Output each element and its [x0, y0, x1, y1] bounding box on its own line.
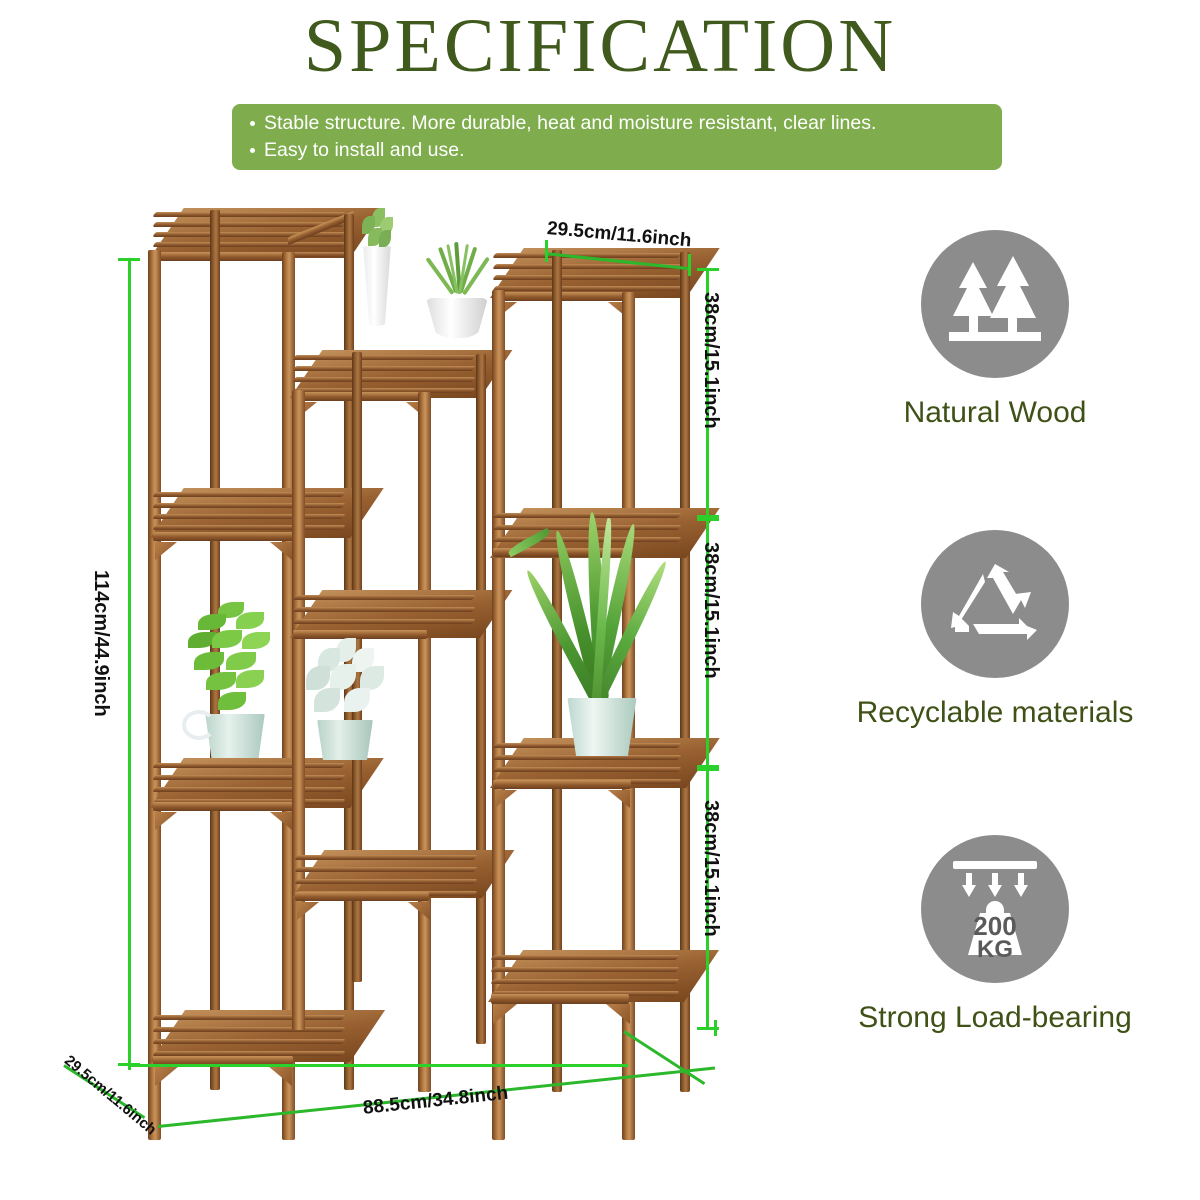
dim-base-back-edge [128, 1064, 628, 1067]
post-middle-front-right [418, 392, 431, 1092]
plant-small-sprig [500, 520, 560, 580]
feature-natural-wood: Natural Wood [790, 230, 1200, 430]
bullet-dot-icon [250, 121, 255, 126]
post-right-back-right [680, 252, 690, 1092]
feature-natural-wood-label: Natural Wood [903, 396, 1087, 429]
rail-right-lower [493, 780, 631, 789]
post-right-back-left [552, 250, 562, 1092]
bracket-right-lower-b [608, 790, 630, 808]
shelf-right-top [490, 248, 720, 298]
dim-height-label: 114cm/44.9inch [90, 570, 112, 717]
rail-left-bottom-front [153, 1056, 293, 1066]
dim-depth-top-cap-right [688, 254, 691, 276]
dim-tier1-line [706, 268, 709, 518]
dim-tier2-cap-bottom [697, 765, 719, 768]
dim-tier1-cap-bottom [697, 515, 719, 518]
banner-bullet-1-text: Stable structure. More durable, heat and… [264, 112, 877, 134]
rail-right-bottom [491, 994, 629, 1004]
shelf-middle-lower [292, 850, 515, 898]
dim-tier1-label: 38cm/15.1inch [700, 292, 722, 429]
dim-base-cap-left [128, 1054, 131, 1070]
feature-list: Natural Wood Recyclable materials [790, 230, 1200, 1110]
rail-right-top [493, 292, 631, 301]
bullet-dot-icon [250, 148, 255, 153]
post-left-back-left [210, 210, 220, 1090]
dim-tier3-cap-bottom [697, 1027, 719, 1030]
banner-bullet-2: Easy to install and use. [246, 137, 992, 164]
dim-base-cap-right [714, 1020, 717, 1036]
feature-load-bearing-label: Strong Load-bearing [858, 1001, 1132, 1034]
plant-green-succulent-mint-pot [182, 602, 287, 762]
post-left-front-left [148, 250, 161, 1140]
shelf-left-top [150, 208, 384, 258]
shelf-middle-upper [290, 350, 513, 398]
recycle-triangle-icon [921, 530, 1069, 678]
dim-tier3-cap-top [697, 768, 719, 771]
post-left-front-right [282, 252, 295, 1140]
dim-tier1-cap-top [697, 268, 719, 271]
dim-tier3-label: 38cm/15.1inch [700, 800, 722, 937]
dim-tier2-label: 38cm/15.1inch [700, 542, 722, 679]
feature-recyclable: Recyclable materials [790, 530, 1200, 730]
rail-left-third-front [153, 802, 293, 811]
dim-height-line [128, 258, 131, 1066]
rail-left-top-front [153, 252, 293, 261]
bracket-left-third-b [270, 812, 292, 830]
rail-middle-mid [293, 630, 427, 639]
plant-succulent-white-tall-pot [354, 208, 400, 328]
shelf-left-bottom [150, 1010, 386, 1062]
pine-trees-icon [921, 230, 1069, 378]
shelf-left-third [150, 758, 384, 808]
post-right-front-left [492, 290, 505, 1140]
rail-left-second-front [153, 532, 293, 541]
plant-grass-white-bowl [422, 241, 492, 352]
dim-depth-top-cap-left [545, 240, 548, 262]
shelf-left-second [150, 488, 384, 538]
plant-stand-illustration [60, 190, 780, 1170]
dim-tier2-line [706, 518, 709, 768]
feature-recyclable-label: Recyclable materials [856, 696, 1134, 729]
page-title: SPECIFICATION [303, 4, 897, 88]
dim-tier2-cap-top [697, 518, 719, 521]
bracket-right-lower-a [495, 790, 517, 808]
feature-load-bearing: 200 KG Strong Load-bearing [790, 835, 1200, 1035]
bracket-left-second-a [155, 542, 177, 560]
feature-banner: Stable structure. More durable, heat and… [232, 104, 1002, 170]
weight-unit-text: KG [977, 936, 1013, 963]
rail-middle-lower [295, 892, 429, 901]
plant-white-succulent-mint-pot [298, 638, 394, 764]
bracket-left-third-a [155, 812, 177, 830]
dim-height-cap-top [118, 258, 140, 261]
bracket-middle-lower-a [297, 902, 319, 920]
load-weight-icon: 200 KG [921, 835, 1069, 983]
bracket-right-bottom-b [606, 1004, 630, 1024]
plant-snake-plant-mint-pot [522, 511, 671, 762]
dim-tier3-line [706, 768, 709, 1030]
banner-bullet-2-text: Easy to install and use. [264, 139, 465, 161]
post-middle-back-right [476, 354, 486, 1044]
banner-bullet-1: Stable structure. More durable, heat and… [246, 110, 992, 137]
weight-value-text: 200 [973, 911, 1016, 941]
bracket-left-second-b [270, 542, 292, 560]
